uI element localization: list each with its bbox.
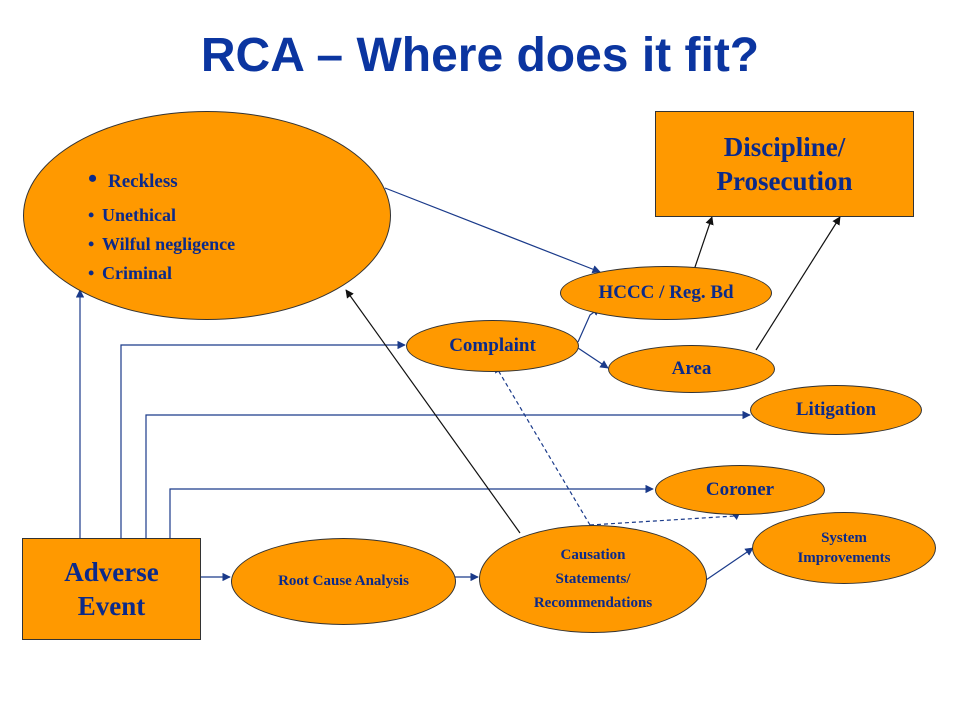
system-label: System xyxy=(821,530,867,546)
dashed-arrow-causation-to-complaint xyxy=(494,364,591,526)
event-label: Event xyxy=(77,591,146,621)
behaviour-item: •Wilful negligence xyxy=(88,234,236,254)
area-label: Area xyxy=(671,358,712,379)
root-cause-analysis-ellipse: Root Cause Analysis xyxy=(231,538,456,625)
area-ellipse: Area xyxy=(608,345,775,393)
arrow-hccc-to-discipline xyxy=(693,216,714,271)
arrow-causation-to-system xyxy=(705,547,754,581)
causation-ellipse: Causation Statements/ Recommendations xyxy=(479,525,707,633)
arrow-complaint-to-area xyxy=(577,347,609,369)
arrow-adverse-to-coroner xyxy=(169,484,654,538)
prosecution-label: Prosecution xyxy=(716,166,853,196)
causation-label: Causation xyxy=(560,547,626,563)
arrow-causation-to-behaviours xyxy=(345,289,521,534)
arrow-adverse-to-litigation xyxy=(145,410,751,538)
litigation-ellipse: Litigation xyxy=(750,385,922,435)
coroner-label: Coroner xyxy=(705,479,775,500)
complaint-ellipse: Complaint xyxy=(406,320,579,372)
arrow-area-to-discipline xyxy=(755,216,841,351)
coroner-ellipse: Coroner xyxy=(655,465,825,515)
discipline-prosecution-box: Discipline/ Prosecution xyxy=(655,111,914,217)
litigation-label: Litigation xyxy=(795,399,877,420)
hccc-label: HCCC / Reg. Bd xyxy=(598,282,734,303)
adverse-event-box: Adverse Event xyxy=(22,538,201,640)
recommendations-label: Recommendations xyxy=(533,595,653,611)
hccc-ellipse: HCCC / Reg. Bd xyxy=(560,266,772,320)
rca-label: Root Cause Analysis xyxy=(278,573,409,589)
arrow-adverse-to-complaint xyxy=(120,340,406,538)
behaviour-item: •Criminal xyxy=(88,263,172,283)
arrow-behaviours-to-hccc xyxy=(384,187,601,274)
discipline-label: Discipline/ xyxy=(723,132,846,162)
behaviour-item: •Reckless xyxy=(88,164,178,193)
behaviour-item: •Unethical xyxy=(88,205,176,225)
complaint-label: Complaint xyxy=(449,335,536,356)
improvements-label: Improvements xyxy=(797,550,891,566)
page-title: RCA – Where does it fit? xyxy=(200,29,760,82)
adverse-label: Adverse xyxy=(64,557,159,587)
behaviours-list: •Reckless •Unethical •Wilful negligence … xyxy=(88,160,235,288)
statements-label: Statements/ xyxy=(555,571,631,587)
behaviours-ellipse xyxy=(23,111,391,320)
system-improvements-ellipse: System Improvements xyxy=(752,512,936,584)
